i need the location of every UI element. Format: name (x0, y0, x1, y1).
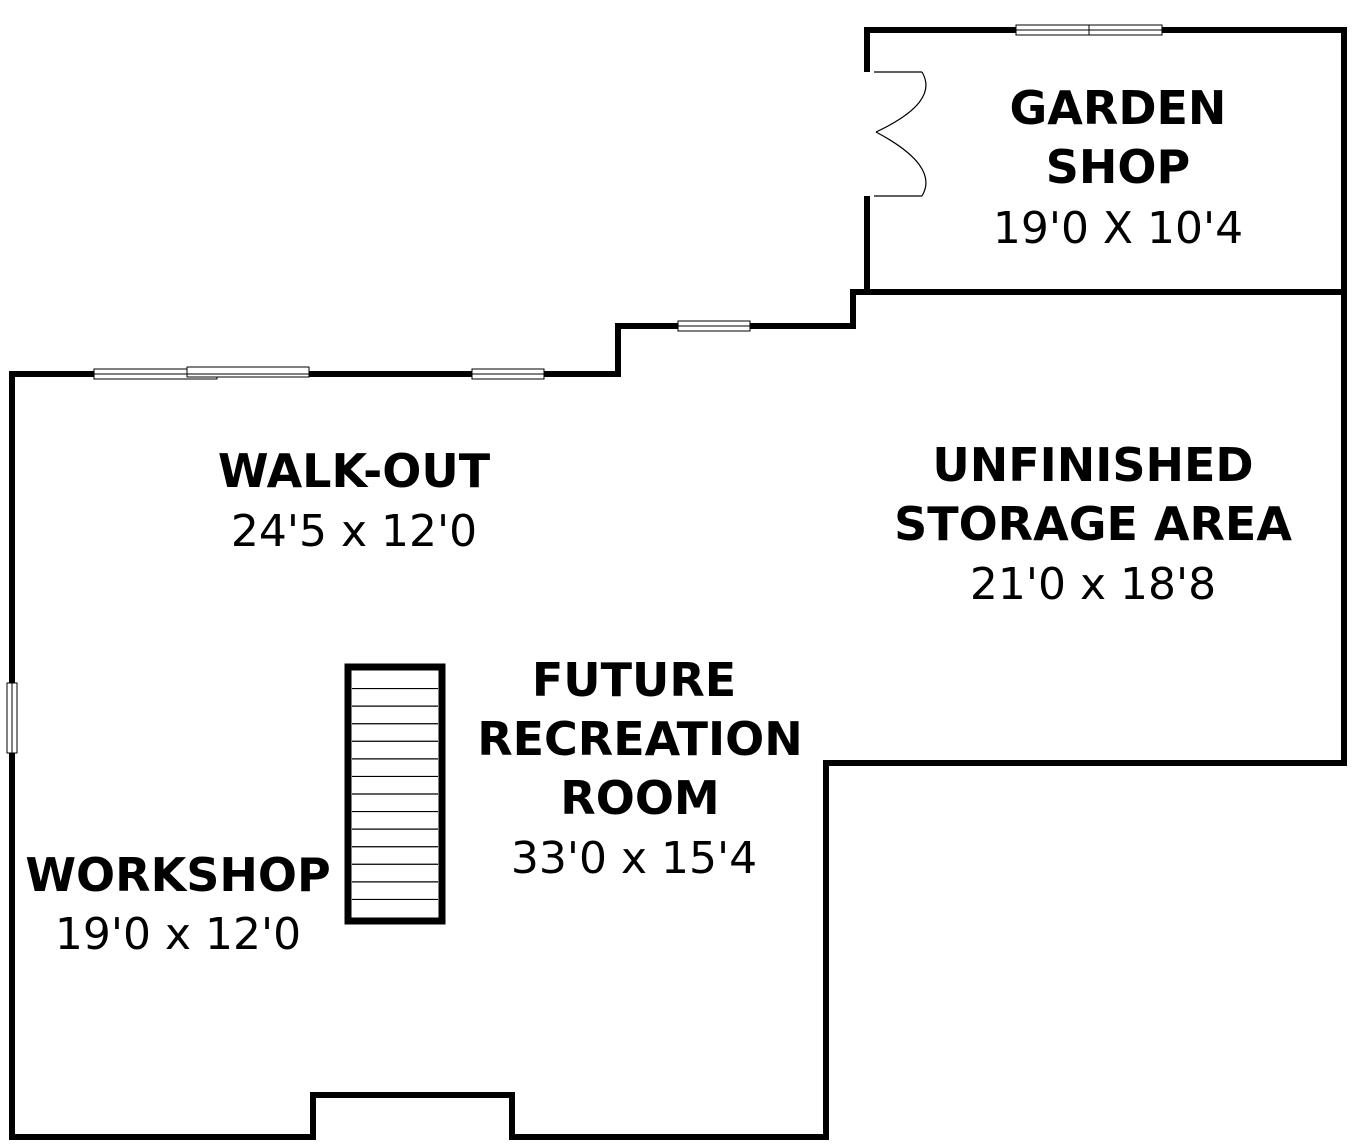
workshop-dimensions: 19'0 x 12'0 (55, 909, 301, 960)
walk-out-label: WALK-OUT 24'5 x 12'0 (218, 444, 491, 557)
storage-top-window (677, 320, 751, 332)
workshop-label: WORKSHOP 19'0 x 12'0 (25, 848, 330, 960)
walk-out-dimensions: 24'5 x 12'0 (231, 506, 477, 557)
garden-shop-name-line2: SHOP (1046, 140, 1190, 194)
stair-treads (352, 687, 438, 901)
garden-shop-dimensions: 19'0 X 10'4 (993, 203, 1243, 254)
storage-area-dimensions: 21'0 x 18'8 (970, 559, 1216, 610)
staircase (344, 663, 446, 925)
garden-shop-label: GARDEN SHOP 19'0 X 10'4 (993, 81, 1243, 254)
recreation-room-name-line3: ROOM (560, 771, 719, 825)
workshop-name: WORKSHOP (25, 848, 330, 902)
main-floor-walls (9, 289, 1347, 1140)
workshop-west-window (6, 682, 18, 754)
storage-area-name-line2: STORAGE AREA (894, 497, 1292, 551)
garden-shop-walls (864, 27, 1347, 295)
walkout-window (471, 368, 545, 380)
garden-shop-window (1015, 24, 1163, 36)
recreation-room-name-line2: RECREATION (477, 712, 803, 766)
storage-area-name-line1: UNFINISHED (932, 438, 1253, 492)
recreation-room-label: FUTURE RECREATION ROOM 33'0 x 15'4 (477, 653, 803, 884)
storage-area-label: UNFINISHED STORAGE AREA 21'0 x 18'8 (894, 438, 1292, 610)
recreation-room-dimensions: 33'0 x 15'4 (511, 833, 757, 884)
garden-shop-double-door (874, 71, 927, 197)
recreation-room-name-line1: FUTURE (532, 653, 736, 707)
walkout-sliding-door-window (93, 366, 310, 380)
garden-shop-name-line1: GARDEN (1010, 81, 1227, 135)
walk-out-name: WALK-OUT (218, 444, 491, 498)
